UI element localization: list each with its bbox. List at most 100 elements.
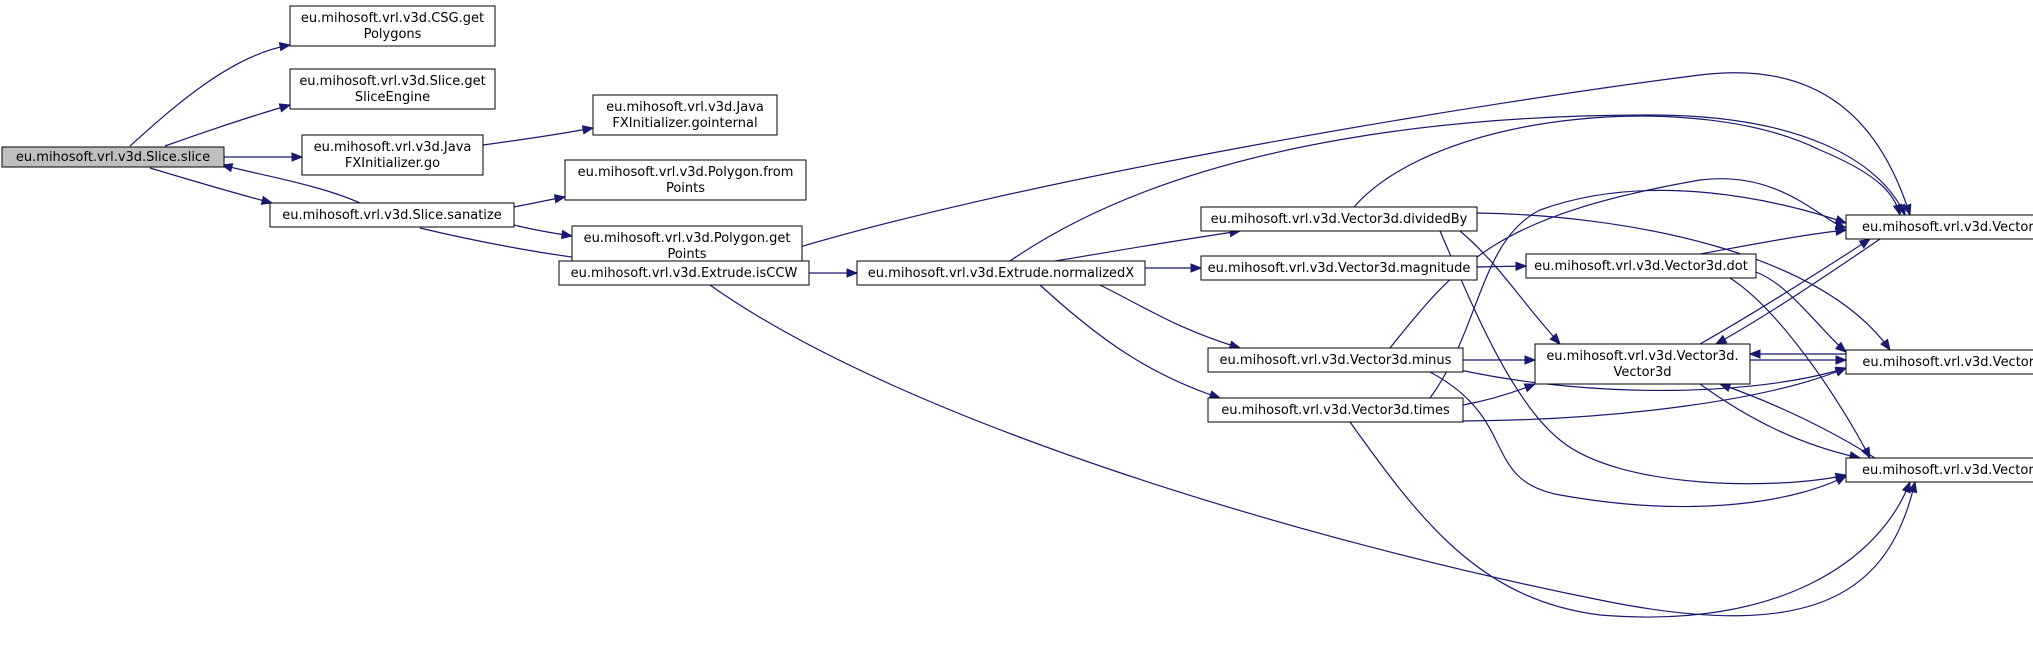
node-label: eu.mihosoft.vrl.v3d.Java bbox=[314, 140, 472, 155]
edge-vec_ctor-to-vec_x bbox=[1699, 238, 1871, 345]
edge-arrowhead bbox=[1524, 355, 1537, 365]
edge-vec_x-to-vec_ctor bbox=[1715, 238, 1881, 345]
node-label: eu.mihosoft.vrl.v3d.CSG.get bbox=[301, 11, 484, 26]
node-box[interactable] bbox=[1845, 214, 2033, 240]
edge-arrowhead bbox=[260, 195, 274, 205]
node-vec_times[interactable]: eu.mihosoft.vrl.v3d.Vector3d.times bbox=[1207, 397, 1464, 423]
edge-vec_dot-to-vec_z bbox=[1755, 271, 1847, 353]
node-box[interactable] bbox=[592, 94, 778, 136]
node-label: eu.mihosoft.vrl.v3d.Vector3d.x bbox=[1862, 220, 2033, 235]
node-box[interactable] bbox=[289, 68, 496, 110]
edge-vec_dot-to-vec_x bbox=[1699, 229, 1847, 255]
edge-arrowhead bbox=[581, 125, 595, 135]
node-box[interactable] bbox=[1534, 343, 1751, 385]
edge-arrowhead bbox=[291, 152, 304, 162]
node-box[interactable] bbox=[289, 5, 496, 47]
node-vec_z[interactable]: eu.mihosoft.vrl.v3d.Vector3d.z bbox=[1845, 349, 2033, 375]
edge-vec_times-to-vec_y bbox=[1349, 421, 1911, 618]
edge-extrude_normalizedx-to-vec_times bbox=[1039, 284, 1221, 399]
node-vec_dividedby[interactable]: eu.mihosoft.vrl.v3d.Vector3d.dividedBy bbox=[1200, 206, 1478, 232]
edge-vec_minus-to-vec_z bbox=[1459, 367, 1847, 392]
edge-arrowhead bbox=[1515, 261, 1528, 271]
edge-extrude_normalizedx-to-vec_minus bbox=[1099, 284, 1241, 349]
edge-arrowhead bbox=[1892, 203, 1903, 217]
node-box[interactable] bbox=[1525, 253, 1757, 279]
node-box[interactable] bbox=[1207, 397, 1464, 423]
node-slice[interactable]: eu.mihosoft.vrl.v3d.Slice.slice bbox=[1, 146, 225, 168]
node-label: eu.mihosoft.vrl.v3d.Vector3d.y bbox=[1862, 463, 2033, 478]
node-label: Polygons bbox=[364, 27, 422, 42]
node-box[interactable] bbox=[558, 260, 810, 286]
edge-slice-to-csg_getpolygons bbox=[129, 44, 291, 147]
node-extrude_isccw[interactable]: eu.mihosoft.vrl.v3d.Extrude.isCCW bbox=[558, 260, 810, 286]
edge-arrowhead bbox=[553, 194, 567, 204]
edge-javafx_go-to-javafx_gointernal bbox=[482, 127, 594, 146]
node-box[interactable] bbox=[564, 159, 807, 201]
edge-arrowhead bbox=[1880, 338, 1891, 352]
node-label: eu.mihosoft.vrl.v3d.Extrude.normalizedX bbox=[868, 266, 1134, 281]
node-vec_y[interactable]: eu.mihosoft.vrl.v3d.Vector3d.y bbox=[1845, 457, 2033, 483]
edge-arrowhead bbox=[1901, 480, 1911, 494]
edge-vec_times-to-vec_z bbox=[1462, 367, 1847, 422]
node-box[interactable] bbox=[269, 202, 515, 228]
node-label: Vector3d bbox=[1614, 365, 1672, 380]
node-box[interactable] bbox=[1200, 255, 1478, 281]
edge-vec_dividedby-to-vec_y bbox=[1439, 230, 1847, 485]
node-box[interactable] bbox=[856, 260, 1146, 286]
node-label: eu.mihosoft.vrl.v3d.Polygon.get bbox=[584, 231, 791, 246]
node-box[interactable] bbox=[301, 134, 484, 176]
edge-arrowhead bbox=[1748, 349, 1761, 359]
edge-arrowhead bbox=[1835, 355, 1848, 365]
node-vec_ctor[interactable]: eu.mihosoft.vrl.v3d.Vector3d.Vector3d bbox=[1534, 343, 1751, 385]
node-box[interactable] bbox=[1845, 457, 2033, 483]
edge-vec_times-to-vec_ctor bbox=[1462, 383, 1536, 406]
node-box[interactable] bbox=[1207, 347, 1464, 373]
edge-arrowhead bbox=[1834, 341, 1848, 353]
node-label: FXInitializer.go bbox=[345, 156, 440, 171]
edge-slice-to-slice_sanatize bbox=[149, 167, 273, 204]
node-vec_dot[interactable]: eu.mihosoft.vrl.v3d.Vector3d.dot bbox=[1525, 253, 1757, 279]
edge-vec_ctor-to-vec_y bbox=[1699, 383, 1861, 459]
node-vec_x[interactable]: eu.mihosoft.vrl.v3d.Vector3d.x bbox=[1845, 214, 2033, 240]
node-box[interactable] bbox=[1200, 206, 1478, 232]
edge-vec_y-to-vec_ctor bbox=[1719, 383, 1876, 459]
node-label: eu.mihosoft.vrl.v3d.Extrude.isCCW bbox=[571, 266, 798, 281]
node-extrude_normalizedx[interactable]: eu.mihosoft.vrl.v3d.Extrude.normalizedX bbox=[856, 260, 1146, 286]
node-label: FXInitializer.gointernal bbox=[612, 116, 757, 131]
edge-arrowhead bbox=[1523, 383, 1537, 393]
edge-arrowhead bbox=[1834, 215, 1848, 225]
node-box[interactable] bbox=[1, 146, 225, 168]
node-label: eu.mihosoft.vrl.v3d.Vector3d.dot bbox=[1534, 259, 1748, 274]
node-label: eu.mihosoft.vrl.v3d.Vector3d.times bbox=[1221, 403, 1450, 418]
edge-slice_sanatize-to-slice bbox=[221, 164, 361, 204]
edge-vec_minus-to-vec_y bbox=[1429, 371, 1847, 508]
node-box[interactable] bbox=[1845, 349, 2033, 375]
edges-layer bbox=[129, 42, 1918, 618]
node-vec_minus[interactable]: eu.mihosoft.vrl.v3d.Vector3d.minus bbox=[1207, 347, 1464, 373]
edge-arrowhead bbox=[278, 103, 292, 113]
edge-vec_dividedby-to-vec_x bbox=[1353, 115, 1901, 216]
node-label: eu.mihosoft.vrl.v3d.Vector3d.z bbox=[1862, 355, 2033, 370]
node-label: eu.mihosoft.vrl.v3d.Vector3d.dividedBy bbox=[1211, 212, 1468, 227]
edge-arrowhead bbox=[1549, 333, 1561, 345]
edge-arrowhead bbox=[220, 163, 234, 173]
node-vec_magnitude[interactable]: eu.mihosoft.vrl.v3d.Vector3d.magnitude bbox=[1200, 255, 1478, 281]
edge-arrowhead bbox=[278, 42, 292, 52]
node-label: SliceEngine bbox=[355, 90, 430, 105]
node-slice_sanatize[interactable]: eu.mihosoft.vrl.v3d.Slice.sanatize bbox=[269, 202, 515, 228]
node-label: Points bbox=[666, 181, 705, 196]
edge-arrowhead bbox=[846, 268, 859, 278]
node-javafx_gointernal[interactable]: eu.mihosoft.vrl.v3d.JavaFXInitializer.go… bbox=[592, 94, 778, 136]
edge-arrowhead bbox=[1908, 480, 1918, 494]
node-label: eu.mihosoft.vrl.v3d.Slice.sanatize bbox=[282, 208, 502, 223]
edge-vec_dividedby-to-vec_ctor bbox=[1459, 230, 1561, 345]
node-label: Points bbox=[667, 247, 706, 262]
edge-extrude_isccw-to-vec_y bbox=[709, 284, 1916, 617]
edge-arrowhead bbox=[1718, 382, 1732, 392]
